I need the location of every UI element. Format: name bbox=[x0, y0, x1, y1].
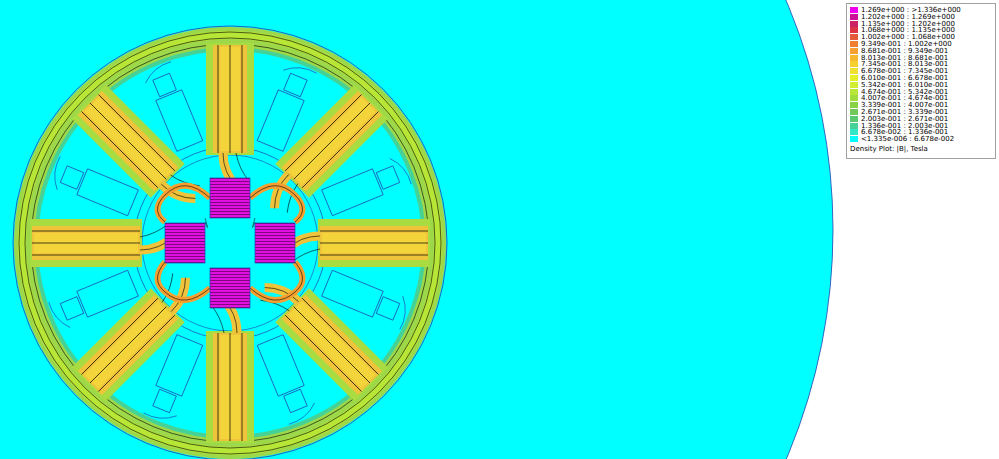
legend-swatch bbox=[850, 123, 858, 129]
legend-swatch bbox=[850, 75, 858, 81]
legend-swatch bbox=[850, 55, 858, 61]
legend-swatch bbox=[850, 34, 858, 40]
air-region bbox=[0, 0, 833, 459]
legend-text: <1.335e-006 : 6.678e-002 bbox=[861, 135, 954, 143]
legend-swatch bbox=[850, 27, 858, 33]
legend-swatch bbox=[850, 21, 858, 27]
boundary bbox=[0, 0, 833, 459]
legend-text: 6.678e-001 : 7.345e-001 bbox=[861, 67, 948, 75]
legend-swatch bbox=[850, 109, 858, 115]
legend-swatch bbox=[850, 48, 858, 54]
legend-swatch bbox=[850, 129, 858, 135]
stator-ring bbox=[13, 26, 447, 459]
stator-teeth bbox=[30, 43, 430, 443]
legend-swatch bbox=[850, 136, 858, 142]
legend-swatch bbox=[850, 89, 858, 95]
legend-swatch bbox=[850, 82, 858, 88]
legend-swatch bbox=[850, 102, 858, 108]
legend-swatch bbox=[850, 14, 858, 20]
legend-box: 1.269e+000 : >1.336e+0001.202e+000 : 1.2… bbox=[846, 3, 996, 159]
legend-caption: Density Plot: |B|, Tesla bbox=[850, 145, 928, 153]
legend-swatch bbox=[850, 95, 858, 101]
legend-swatch bbox=[850, 61, 858, 67]
legend-text: 3.339e-001 : 4.007e-001 bbox=[861, 101, 948, 109]
legend-swatch bbox=[850, 116, 858, 122]
legend-swatch bbox=[850, 68, 858, 74]
legend-text: 1.002e+000 : 1.068e+000 bbox=[861, 33, 955, 41]
legend-swatch bbox=[850, 41, 858, 47]
magnets bbox=[165, 178, 295, 308]
legend-swatch bbox=[850, 7, 858, 13]
rotor-outline bbox=[142, 155, 318, 331]
